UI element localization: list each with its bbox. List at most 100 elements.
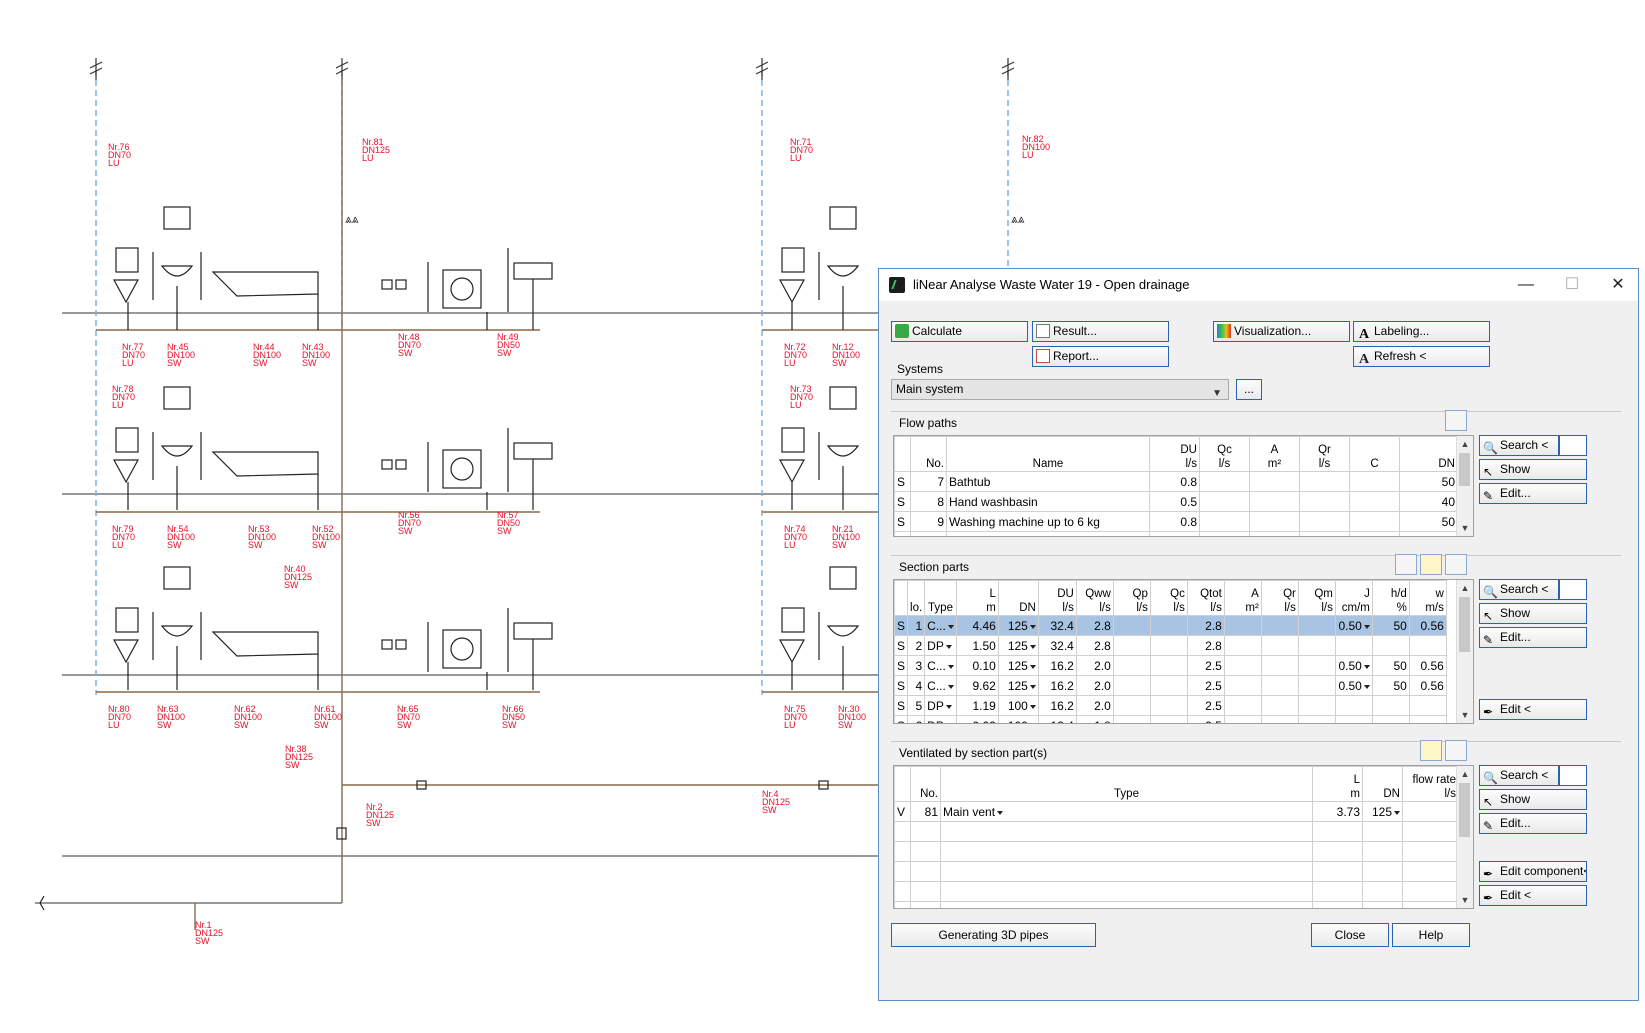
table-cell[interactable]	[1223, 655, 1262, 676]
table-cell[interactable]	[1112, 655, 1151, 676]
pipe-label[interactable]: SW	[762, 805, 777, 815]
section-edit-pick-button[interactable]: ✒Edit <	[1479, 699, 1587, 720]
scroll-up-icon[interactable]: ▲	[1460, 439, 1470, 449]
pipe-label[interactable]: DN70	[790, 145, 813, 155]
flow-search-button[interactable]: 🔍Search <	[1479, 435, 1559, 456]
vertical-scrollbar[interactable]: ▲▼	[1456, 436, 1473, 536]
pipe-label[interactable]: Nr.53	[248, 524, 270, 534]
table-cell[interactable]: S	[894, 491, 911, 512]
table-cell[interactable]	[1299, 511, 1350, 532]
pipe-label[interactable]: LU	[108, 720, 120, 730]
table-cell[interactable]: 2	[907, 635, 926, 656]
vertical-scrollbar[interactable]: ▲▼	[1456, 580, 1473, 723]
table-cell[interactable]	[1349, 511, 1400, 532]
washbasin-symbol[interactable]	[826, 625, 860, 637]
scroll-down-icon[interactable]: ▼	[1460, 710, 1470, 720]
dropdown-arrow-icon[interactable]	[1363, 664, 1370, 669]
table-cell[interactable]: 2.5	[1186, 695, 1225, 716]
column-header[interactable]	[894, 766, 911, 802]
pipe-label[interactable]: DN100	[248, 532, 276, 542]
toilet-tank-symbol[interactable]	[781, 427, 805, 453]
table-cell[interactable]: 2.8	[1075, 615, 1114, 636]
table-cell[interactable]: Bathtub	[946, 471, 1150, 492]
table-cell[interactable]	[1249, 531, 1300, 536]
pipe-label[interactable]: DN125	[284, 572, 312, 582]
pipe-label[interactable]: Nr.54	[167, 524, 189, 534]
table-cell[interactable]	[1112, 615, 1151, 636]
table-cell[interactable]: 0.5	[1149, 491, 1200, 512]
table-cell[interactable]	[1260, 675, 1299, 696]
table-cell[interactable]: 4	[907, 675, 926, 696]
pipe-label[interactable]: SW	[397, 720, 412, 730]
dropdown-arrow-icon[interactable]	[1363, 684, 1370, 689]
washbasin-symbol[interactable]	[160, 265, 194, 277]
table-cell[interactable]: 32.4	[1037, 635, 1077, 656]
table-cell[interactable]: 0.02	[955, 715, 999, 723]
column-header[interactable]: h/d%	[1371, 580, 1410, 616]
pipe-label[interactable]: DN50	[502, 712, 525, 722]
close-button[interactable]: Close	[1311, 923, 1389, 947]
column-header[interactable]: C	[1349, 436, 1400, 472]
pipe-label[interactable]: Nr.52	[312, 524, 334, 534]
table-cell[interactable]: 50	[1371, 615, 1410, 636]
table-cell[interactable]: 12.4	[1037, 715, 1077, 723]
cleanout-symbol[interactable]	[818, 780, 829, 790]
table-cell[interactable]	[1297, 695, 1336, 716]
table-cell[interactable]: DP	[924, 635, 957, 656]
pipe-label[interactable]: DN100	[312, 532, 340, 542]
pipe-label[interactable]: DN70	[397, 712, 420, 722]
appliance-symbol[interactable]	[381, 279, 393, 290]
table-cell[interactable]: S	[894, 471, 911, 492]
column-header[interactable]: DN	[1399, 436, 1458, 472]
pipe-label[interactable]: SW	[398, 348, 413, 358]
pipe-label[interactable]: DN100	[167, 532, 195, 542]
table-cell[interactable]: S	[894, 511, 911, 532]
pipe-label[interactable]: Nr.78	[112, 384, 134, 394]
table-cell[interactable]: Toilet with flushing tank	[946, 531, 1150, 536]
pipe-label[interactable]: Nr.38	[285, 744, 307, 754]
dropdown-arrow-icon[interactable]	[947, 664, 954, 669]
pipe-label[interactable]: SW	[838, 720, 853, 730]
appliance-symbol[interactable]	[395, 279, 407, 290]
table-cell[interactable]	[1260, 635, 1299, 656]
pipe-label[interactable]: LU	[362, 153, 374, 163]
table-cell[interactable]: 32.4	[1037, 615, 1077, 636]
pipe-label[interactable]: SW	[832, 358, 847, 368]
washing-machine-drum[interactable]	[450, 637, 474, 661]
washing-machine-drum[interactable]	[450, 457, 474, 481]
table-cell[interactable]	[1349, 531, 1400, 536]
pipe-label[interactable]: SW	[253, 358, 268, 368]
table-cell[interactable]	[1297, 615, 1336, 636]
section-search-input[interactable]	[1559, 579, 1587, 600]
floor-drain-symbol[interactable]	[163, 386, 191, 410]
appliance-symbol[interactable]	[395, 639, 407, 650]
pipe-label[interactable]: Nr.4	[762, 789, 779, 799]
table-cell[interactable]: 1	[907, 615, 926, 636]
table-cell[interactable]	[1297, 675, 1336, 696]
flow-edit-button[interactable]: ✎Edit...	[1479, 483, 1587, 504]
pipe-label[interactable]: Nr.79	[112, 524, 134, 534]
table-cell[interactable]: 7	[910, 471, 947, 492]
table-cell[interactable]: 2.0	[1075, 655, 1114, 676]
bathtub-symbol[interactable]	[211, 451, 319, 477]
table-cell[interactable]: DP	[924, 695, 957, 716]
table-cell[interactable]: 1.19	[955, 695, 999, 716]
table-cell[interactable]: 1.8	[1075, 715, 1114, 723]
pipe-label[interactable]: Nr.2	[366, 802, 383, 812]
table-cell[interactable]: S	[894, 655, 909, 676]
table-cell[interactable]: S	[894, 695, 909, 716]
bathtub-symbol[interactable]	[211, 271, 319, 297]
